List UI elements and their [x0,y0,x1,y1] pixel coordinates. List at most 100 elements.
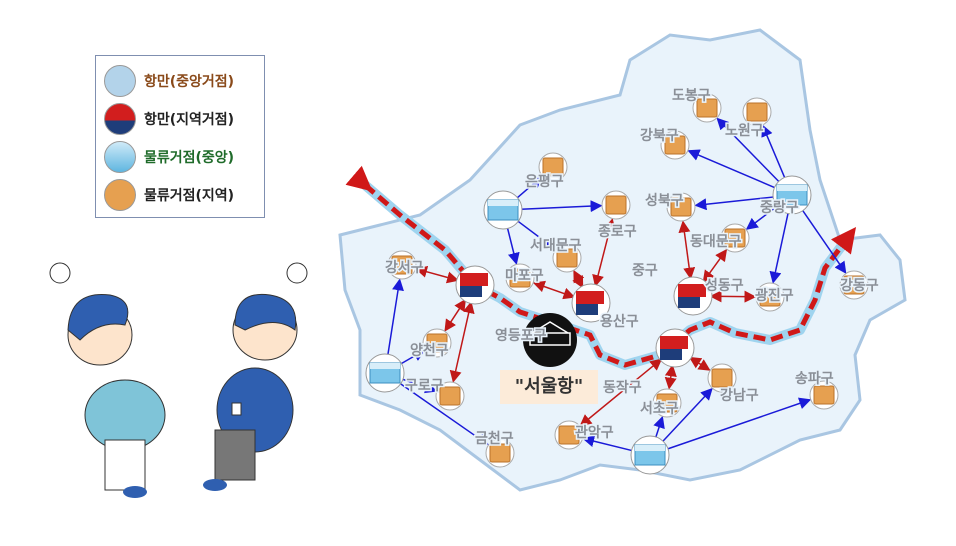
district-label: 강서구 [385,259,424,276]
regional-depot-box-icon [720,223,750,253]
hub-to-depot-link [769,212,789,284]
regional-depot-box-icon [601,190,631,220]
port-to-depot-link [579,358,663,427]
district-label: 은평구 [525,173,564,190]
hub-to-depot-link [745,205,779,230]
regional-depot-box-icon [485,438,515,468]
hub-to-depot-link [400,349,426,365]
regional-depot-box-icon [435,381,465,411]
district-label: 중랑구 [760,200,799,216]
hub-to-depot-link [506,227,520,265]
links [387,117,847,452]
hub-to-depot-link [716,117,780,183]
regional-depot-box-icon [660,130,690,160]
port-to-depot-link [415,265,460,284]
port-to-depot-link [592,218,616,288]
regional-depot-box-icon [755,282,785,312]
legend-label: 항만(지역거점) [144,112,235,128]
regional-depot-box-icon [666,192,696,222]
legend-item: 물류거점(지역) [104,176,256,214]
legend: 항만(중앙거점) 항만(지역거점) 물류거점(중앙) 물류거점(지역) [95,55,265,218]
port-to-depot-link [688,356,711,371]
hub-to-depot-link [801,209,847,274]
legend-label: 물류거점(중앙) [144,150,235,166]
district-label: 양천구 [410,343,449,359]
hub-to-depot-link [661,387,713,443]
regional-depot-box-icon [707,363,737,393]
regional-depot-box-icon [652,388,682,418]
district-label: 도봉구 [672,88,711,104]
hub-to-depot-link [666,397,812,450]
district-label: 강남구 [720,387,759,404]
nodes [365,93,869,475]
legend-item: 물류거점(중앙) [104,138,256,176]
district-label: 용산구 [600,313,639,330]
hub-to-depot-link [694,196,775,211]
district-label: 노원구 [725,123,764,139]
port-to-depot-link [572,269,585,289]
central-warehouse-icon [630,435,670,475]
hub-to-depot-link [387,278,404,356]
regional-depot-box-icon [505,263,535,293]
central-warehouse-icon [772,175,812,215]
central-warehouse-icon [483,190,523,230]
regional-port-container-icon [455,265,495,305]
regional-port-container-icon [673,276,713,316]
regional-port-container-icon [571,283,611,323]
district-label: 구로구 [405,378,444,394]
hub-to-depot-link [399,382,489,446]
hub-to-depot-link [582,435,633,452]
district-label: 성북구 [645,193,684,209]
district-label: 마포구 [505,268,544,284]
regional-depot-box-icon [839,270,869,300]
legend-item: 항만(지역거점) [104,100,256,138]
seoul-outline [338,28,907,492]
lightbulb-icon [286,262,308,284]
district-label: 송파구 [795,371,834,387]
district-label: 성동구 [705,278,744,294]
district-label: 강북구 [640,127,679,144]
legend-label: 물류거점(지역) [144,188,235,204]
hub-to-depot-link [516,175,543,199]
port-to-depot-link [532,280,576,300]
district-label: 관악구 [575,424,614,441]
port-to-depot-link [664,364,677,390]
regional-depot-box-icon [552,243,582,273]
regional-depot-box-icon [692,93,722,123]
regional-depot-box-icon [809,380,839,410]
port-to-depot-link [709,290,757,303]
district-label: 서대문구 [530,238,582,254]
legend-label: 항만(중앙거점) [144,74,235,90]
seoul-port-central-icon [523,313,577,367]
warehouse-icon [104,141,136,173]
regional-depot-box-icon [554,420,584,450]
central-port-icon [104,65,136,97]
district-label: 광진구 [755,287,794,304]
hub-to-depot-link [520,200,603,213]
district-label: 동작구 [603,379,642,396]
lightbulb-icon [49,262,71,284]
hub-to-depot-link [687,149,776,189]
central-warehouse-icon [365,353,405,393]
district-label: 중구 [632,263,658,279]
hub-to-depot-link [401,378,438,394]
regional-depot-box-icon [538,152,568,182]
regional-depot-box-icon [387,250,417,280]
legend-item: 항만(중앙거점) [104,62,256,100]
port-to-depot-link [449,301,475,383]
regional-depot-box-icon [422,328,452,358]
person-thinking-left [49,262,166,498]
district-label: 금천구 [475,431,514,447]
box-icon [104,179,136,211]
regional-port-container-icon [655,328,695,368]
district-label: 동대문구 [690,234,742,250]
district-label: 영등포구 [495,327,547,344]
port-to-depot-link [702,248,728,283]
hub-to-depot-link [761,124,786,179]
hub-to-depot-link [516,220,557,250]
district-label: 서초구 [640,401,679,417]
seoul-port-label: "서울항" [500,370,598,404]
